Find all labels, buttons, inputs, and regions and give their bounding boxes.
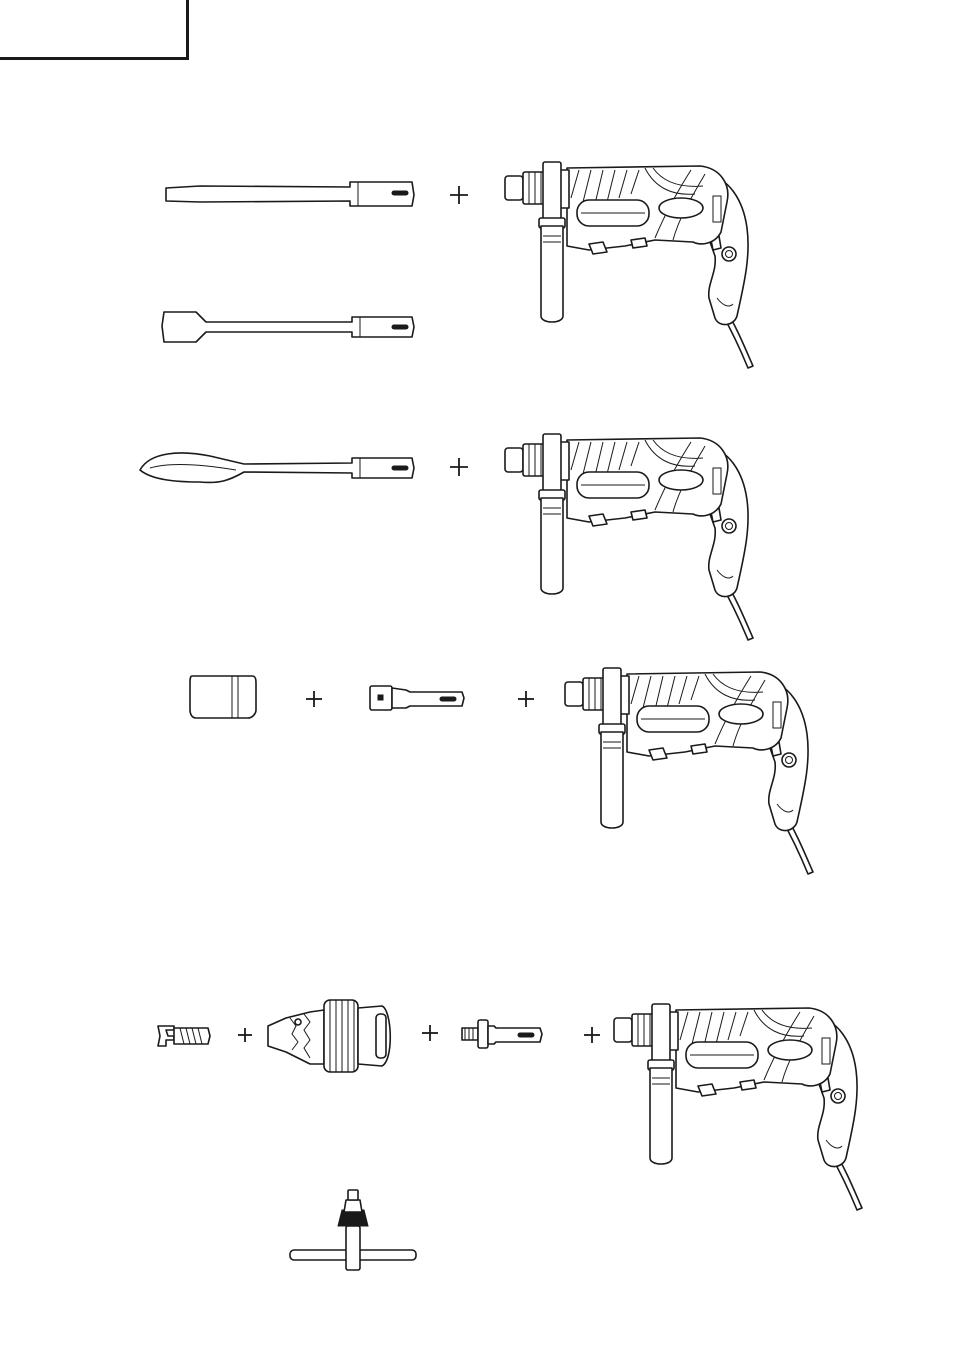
rotary-hammer-drill [565,668,813,874]
scoop-chisel [140,453,414,483]
chuck-adapter-screw [158,1026,210,1046]
plus-sign [306,691,322,707]
bull-point-chisel [166,182,414,206]
chuck-key [290,1190,416,1270]
rotary-hammer-drill [505,434,753,640]
plus-sign [422,1025,438,1041]
sds-adapter [462,1020,542,1048]
plus-sign [518,691,534,707]
plus-sign [238,1028,252,1042]
plus-sign [450,186,468,204]
plus-sign [450,458,468,476]
drill-chuck [268,1000,390,1072]
taper-shank-adapter [370,686,464,710]
rotary-hammer-drill [614,1004,862,1210]
plus-sign [584,1027,600,1043]
cold-chisel [162,312,414,342]
bushing [190,676,256,718]
rotary-hammer-drill [505,162,753,368]
